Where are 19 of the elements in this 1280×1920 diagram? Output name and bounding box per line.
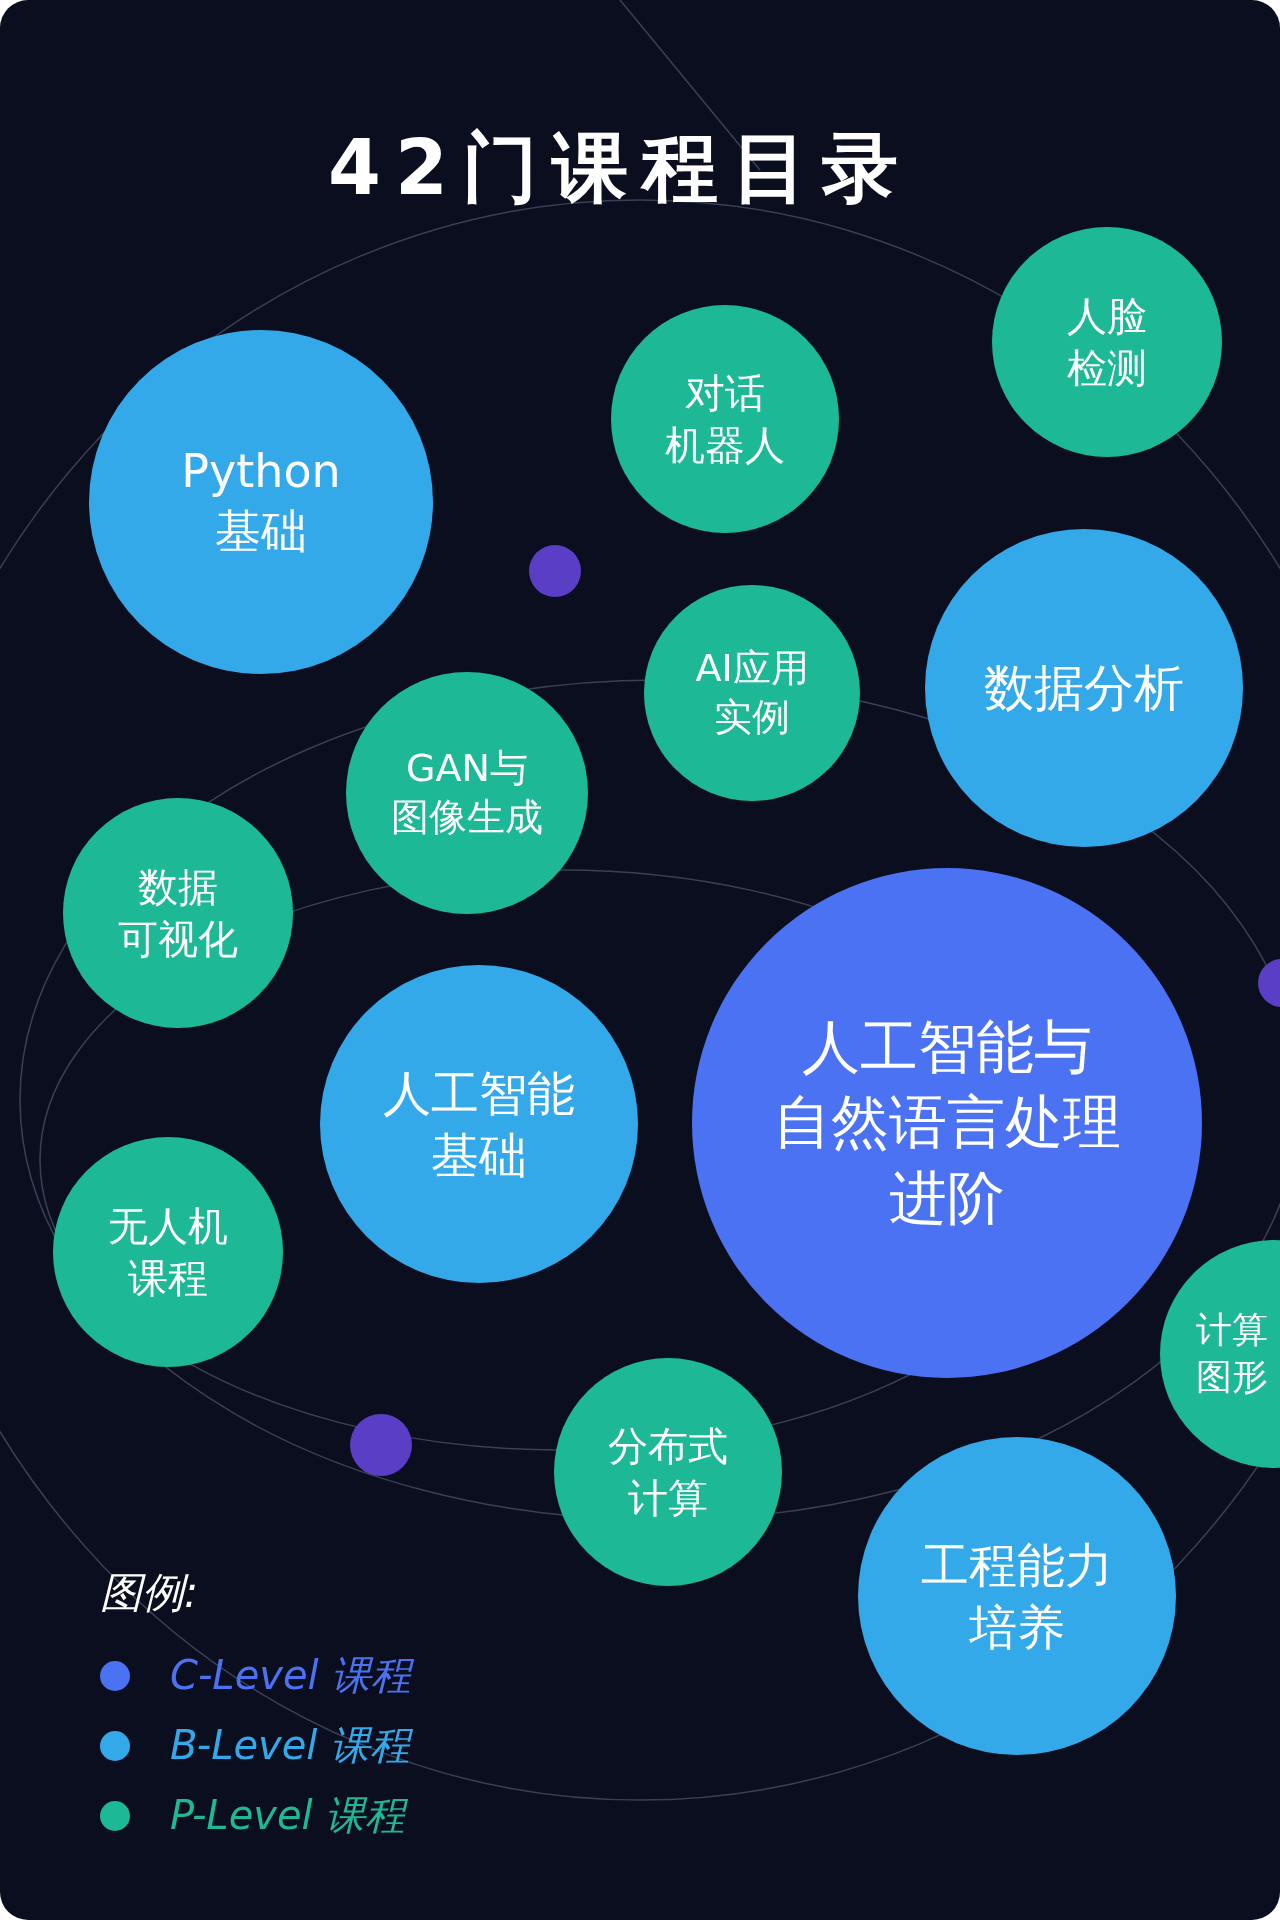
title: 42门课程目录 (327, 122, 913, 214)
legend-heading: 图例: (100, 1567, 199, 1619)
course-name: AI应用实例 (695, 644, 809, 741)
course-name: GAN与图像生成 (391, 744, 543, 841)
course-name: 对话机器人 (665, 369, 785, 470)
course-name: 人脸检测 (1067, 292, 1147, 393)
legend-text: P-Level 课程 (170, 1791, 406, 1840)
dot (529, 545, 581, 597)
course-name: 无人机课程 (108, 1202, 228, 1303)
course-name: 工程能力培养 (921, 1535, 1113, 1657)
legend-text: C-Level 课程 (170, 1651, 412, 1700)
course-name: 计算图形 (1196, 1308, 1268, 1399)
course-name: 人工智能与自然语言处理进阶 (773, 1011, 1121, 1234)
course-name: 数据分析 (984, 657, 1184, 719)
legend-text: B-Level 课程 (170, 1721, 411, 1770)
course-name: Python基础 (181, 443, 341, 560)
course-name: 数据可视化 (118, 863, 238, 964)
course-name: 人工智能基础 (383, 1063, 575, 1185)
course-name: 分布式计算 (608, 1422, 728, 1523)
